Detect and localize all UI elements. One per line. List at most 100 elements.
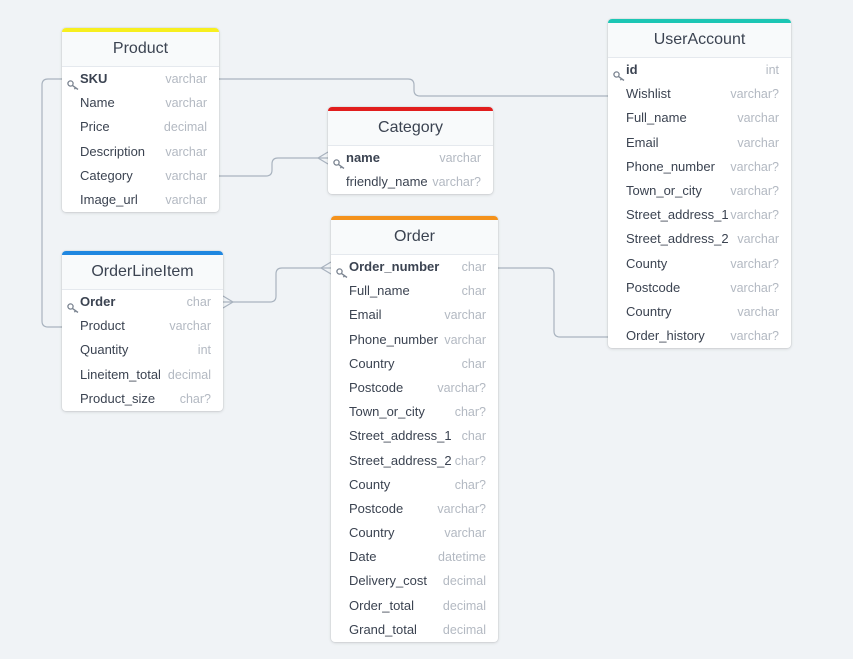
relation-orderlineitem-order-to-order-number: [223, 267, 331, 303]
field-name: Country: [349, 355, 395, 371]
field-row[interactable]: friendly_name varchar?: [328, 170, 493, 194]
field-name: Name: [80, 95, 115, 111]
field-type: decimal: [442, 598, 486, 613]
field-type: varchar: [737, 304, 779, 319]
field-type: char?: [179, 391, 211, 406]
table-accent-bar: [331, 216, 498, 220]
primary-key-icon: [336, 262, 348, 279]
field-type: decimal: [167, 367, 211, 382]
field-row[interactable]: Full_name char: [331, 279, 498, 303]
field-type: varchar?: [730, 329, 779, 344]
primary-key-icon: [67, 297, 79, 314]
field-type: varchar: [169, 319, 211, 334]
field-type: char: [461, 284, 486, 299]
field-name: Street_address_1: [349, 428, 452, 444]
field-name: Delivery_cost: [349, 573, 428, 589]
field-type: varchar?: [730, 256, 779, 271]
field-name: Order_history: [626, 328, 705, 344]
relation-product-sku-to-useraccount-id: [219, 78, 608, 97]
field-name: Postcode: [349, 500, 404, 516]
table-accent-bar: [608, 19, 791, 23]
field-type: char?: [454, 477, 486, 492]
field-type: varchar?: [730, 208, 779, 223]
field-row[interactable]: SKU varchar: [62, 67, 219, 91]
field-name: Phone_number: [626, 158, 715, 174]
field-type: varchar: [444, 332, 486, 347]
field-name: SKU: [80, 71, 108, 86]
field-name: Grand_total: [349, 621, 417, 637]
field-name: Postcode: [626, 279, 681, 295]
table-title[interactable]: Product: [62, 32, 219, 67]
field-type: varchar: [165, 72, 207, 86]
field-name: Quantity: [80, 342, 129, 358]
field-name: Image_url: [80, 191, 138, 207]
field-type: varchar: [444, 526, 486, 541]
field-type: char: [461, 260, 486, 274]
field-name: Email: [349, 307, 382, 323]
table-title[interactable]: UserAccount: [608, 23, 791, 58]
field-name: Full_name: [349, 283, 410, 299]
field-row[interactable]: Order_history varchar?: [608, 324, 791, 348]
field-type: varchar?: [432, 175, 481, 190]
crowfoot-orderlineitem-order: [222, 295, 235, 309]
field-type: varchar?: [730, 159, 779, 174]
table-accent-bar: [62, 251, 223, 255]
field-type: decimal: [163, 120, 207, 135]
relation-order-number-to-useraccount-order-history: [498, 267, 608, 338]
field-name: Wishlist: [626, 86, 671, 102]
relation-product-sku-to-orderlineitem-product: [41, 78, 62, 328]
field-name: friendly_name: [346, 174, 428, 190]
field-type: varchar: [165, 144, 207, 159]
table-title[interactable]: Order: [331, 220, 498, 255]
field-row[interactable]: Phone_number varchar?: [608, 155, 791, 179]
table-title[interactable]: Category: [328, 111, 493, 146]
table-title[interactable]: OrderLineItem: [62, 255, 223, 290]
field-name: Town_or_city: [626, 182, 702, 198]
field-type: char?: [454, 453, 486, 468]
field-name: name: [346, 150, 380, 165]
